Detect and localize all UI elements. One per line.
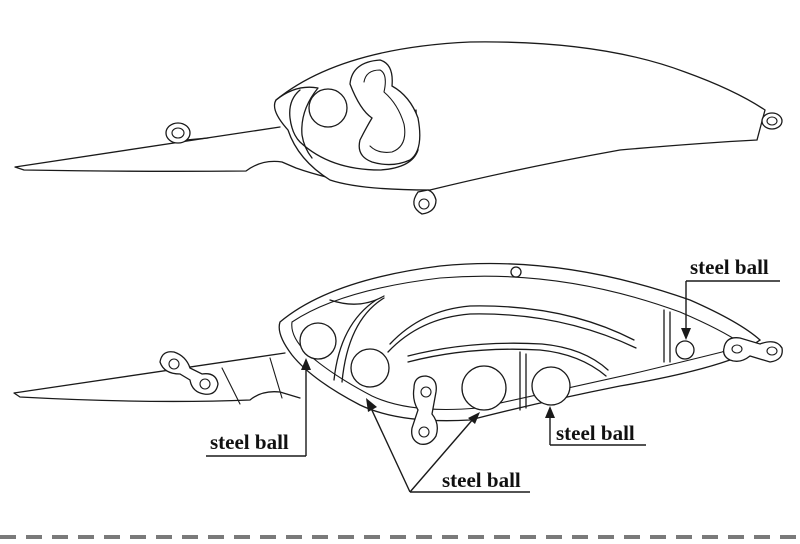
top-tab-icon: [510, 266, 522, 278]
channel-lower: [407, 342, 609, 377]
callout-label-fourth: steel ball: [556, 421, 635, 445]
lure-cutaway-view: [13, 262, 783, 445]
rail-upper: [329, 295, 385, 305]
lure-exterior-view: [14, 41, 783, 215]
steel-ball-front: [299, 322, 337, 360]
callout-middle-balls: steel ball: [366, 398, 530, 493]
partition-mid: [519, 351, 527, 411]
callout-label-front: steel ball: [210, 430, 289, 454]
callout-label-rear: steel ball: [690, 255, 769, 279]
partition-rear: [663, 309, 671, 363]
tail-ring-icon: [761, 112, 783, 130]
gill-inner: [363, 69, 406, 153]
callout-rear-ball: steel ball: [681, 255, 780, 340]
tail-wire-eye-icon: [722, 337, 783, 363]
belly-ring-icon: [413, 189, 437, 215]
front-wire-eye-icon: [159, 351, 219, 395]
gill-plate: [349, 59, 421, 166]
eye-icon: [308, 88, 348, 128]
steel-ball-fourth: [531, 366, 571, 406]
lip-internal-line: [221, 357, 283, 405]
cutaway-body-outline: [278, 262, 762, 422]
belly-wire-eye-icon: [411, 375, 438, 445]
head-plate: [289, 89, 419, 171]
callout-front-ball: steel ball: [206, 358, 311, 457]
callout-fourth-ball: steel ball: [545, 406, 646, 446]
front-ring-icon: [165, 122, 209, 144]
inner-wall: [291, 275, 743, 411]
steel-ball-rear: [675, 340, 695, 360]
lure-body-outline: [273, 41, 766, 191]
cutaway-diving-lip: [13, 352, 301, 403]
channel-upper: [387, 305, 637, 353]
steel-ball-second: [350, 348, 390, 388]
steel-ball-third: [461, 365, 507, 411]
diving-lip: [14, 126, 331, 179]
callout-label-middle: steel ball: [442, 468, 521, 492]
channel-left-arc: [333, 297, 385, 383]
